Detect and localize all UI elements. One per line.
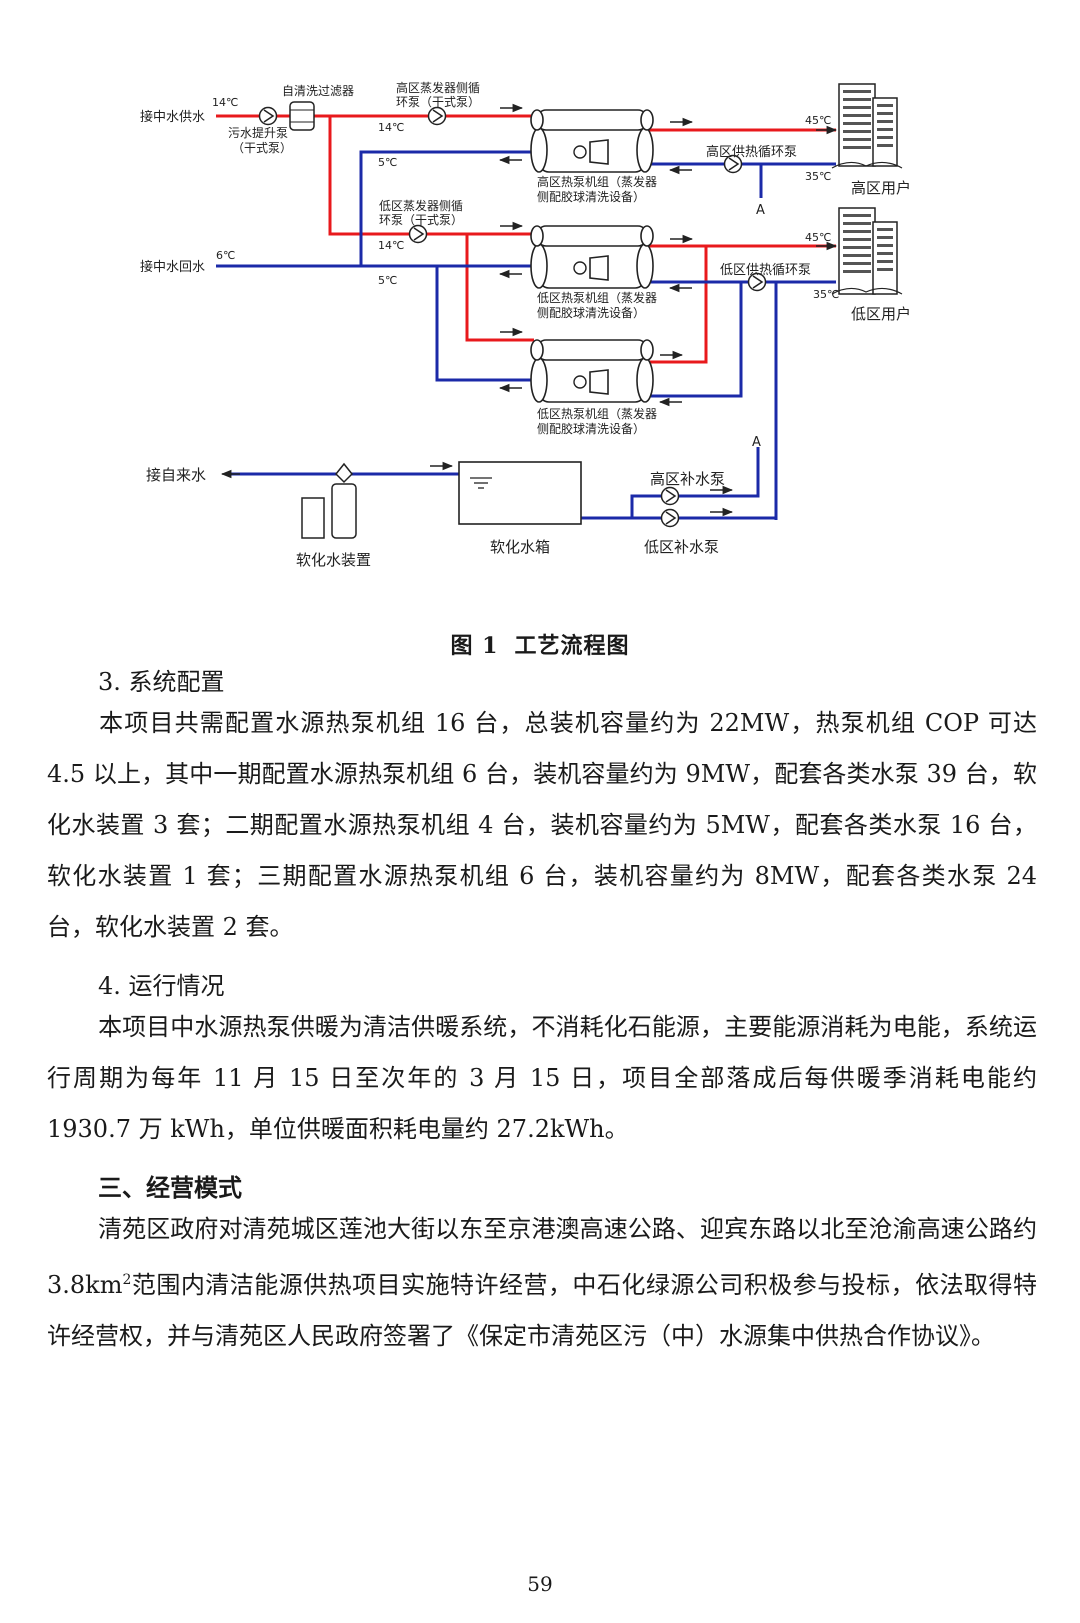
process-flow-diagram: 接中水供水 接中水回水 14℃ 6℃ 自清洗过滤器 污水提升泵 （干式泵） 高区… (140, 80, 911, 569)
label-softener: 软化水装置 (296, 551, 371, 569)
flow-arrows (220, 103, 838, 517)
label-high-unit-2: 侧配胶球清洗设备） (537, 189, 645, 204)
label-tap-water: 接自来水 (146, 466, 206, 484)
temp-45-low: 45℃ (805, 231, 831, 244)
label-low-evap-pump-2: 环泵（干式泵） (379, 213, 463, 227)
operation-mode-paragraph: 清苑区政府对清苑城区莲池大街以东至京港澳高速公路、迎宾东路以北至沧渝高速公路约 … (47, 1204, 1037, 1362)
sewage-pump-icon (258, 106, 278, 126)
figure-number: 图 1 (450, 633, 499, 659)
high-evap-pump-icon (427, 106, 447, 126)
temp-5-high: 5℃ (378, 156, 397, 169)
label-low-users: 低区用户 (851, 305, 911, 323)
label-high-evap-pump-1: 高区蒸发器侧循 (396, 80, 480, 95)
temp-14-high: 14℃ (378, 121, 404, 134)
label-low-makeup-pump: 低区补水泵 (644, 538, 719, 556)
figure-title: 工艺流程图 (514, 633, 630, 659)
high-makeup-pump-icon (660, 486, 680, 506)
label-high-makeup-pump: 高区补水泵 (650, 470, 725, 488)
label-low-unit-1a: 低区热泵机组（蒸发器 (537, 290, 657, 305)
temp-14-low: 14℃ (378, 239, 404, 252)
operation-mode-heading: 三、经营模式 (98, 1173, 242, 1202)
low-users-building-icon (831, 207, 903, 295)
temp-14-supply: 14℃ (212, 96, 238, 109)
temp-35-high: 35℃ (805, 170, 831, 183)
label-mid-water-return: 接中水回水 (140, 259, 205, 275)
figure-caption: 图 1 工艺流程图 (0, 628, 1080, 660)
high-heat-pump-unit-icon (530, 109, 654, 173)
label-soft-tank: 软化水箱 (490, 538, 550, 556)
section-4-text: 本项目中水源热泵供暖为清洁供暖系统，不消耗化石能源，主要能源消耗为电能，系统运行… (47, 1013, 1037, 1143)
low-heat-pump-unit-1-icon (530, 225, 654, 289)
operation-mode-superscript: 2 (122, 1272, 132, 1288)
label-high-unit-1: 高区热泵机组（蒸发器 (537, 174, 657, 189)
label-low-unit-2a: 低区热泵机组（蒸发器 (537, 406, 657, 421)
section-3-heading: 3. 系统配置 (98, 668, 225, 696)
temp-35-low: 35℃ (813, 288, 839, 301)
section-3-text: 本项目共需配置水源热泵机组 16 台，总装机容量约为 22MW，热泵机组 COP… (47, 709, 1037, 941)
label-low-unit-2b: 侧配胶球清洗设备） (537, 421, 645, 436)
low-evap-pump-icon (408, 224, 428, 244)
label-sewage-pump-1: 污水提升泵 (228, 125, 288, 140)
section-3-paragraph: 本项目共需配置水源热泵机组 16 台，总装机容量约为 22MW，热泵机组 COP… (47, 698, 1037, 953)
label-low-circ-pump: 低区供热循环泵 (720, 263, 811, 278)
label-high-circ-pump: 高区供热循环泵 (706, 144, 797, 160)
soft-water-tank-icon (458, 461, 582, 525)
operation-mode-text-b: 范围内清洁能源供热项目实施特许经营，中石化绿源公司积极参与投标，依法取得特许经营… (47, 1271, 1037, 1350)
temp-5-low: 5℃ (378, 274, 397, 287)
label-sewage-pump-2: （干式泵） (232, 141, 292, 155)
softener-device-icon (301, 462, 357, 539)
label-high-evap-pump-2: 环泵（干式泵） (396, 95, 480, 109)
page-number: 59 (527, 1572, 553, 1596)
low-makeup-pump-icon (660, 508, 680, 528)
temp-45-high: 45℃ (805, 114, 831, 127)
label-high-users: 高区用户 (851, 179, 911, 197)
label-point-a-top: A (756, 203, 765, 218)
high-users-building-icon (831, 83, 903, 169)
label-self-clean-filter: 自清洗过滤器 (282, 84, 354, 98)
label-point-a-bottom: A (752, 435, 761, 450)
cold-pipes (216, 150, 836, 520)
section-4-paragraph: 本项目中水源热泵供暖为清洁供暖系统，不消耗化石能源，主要能源消耗为电能，系统运行… (47, 1002, 1037, 1155)
operation-mode-text-a: 清苑区政府对清苑城区莲池大街以东至京港澳高速公路、迎宾东路以北至沧渝高速公路约 … (47, 1215, 1037, 1299)
section-4-heading: 4. 运行情况 (98, 972, 225, 1000)
label-low-unit-1b: 侧配胶球清洗设备） (537, 305, 645, 320)
low-heat-pump-unit-2-icon (530, 339, 654, 403)
temp-6-return: 6℃ (216, 249, 235, 262)
label-low-evap-pump-1: 低区蒸发器侧循 (379, 198, 463, 213)
label-mid-water-supply: 接中水供水 (140, 109, 205, 125)
self-clean-filter-icon (289, 101, 315, 131)
